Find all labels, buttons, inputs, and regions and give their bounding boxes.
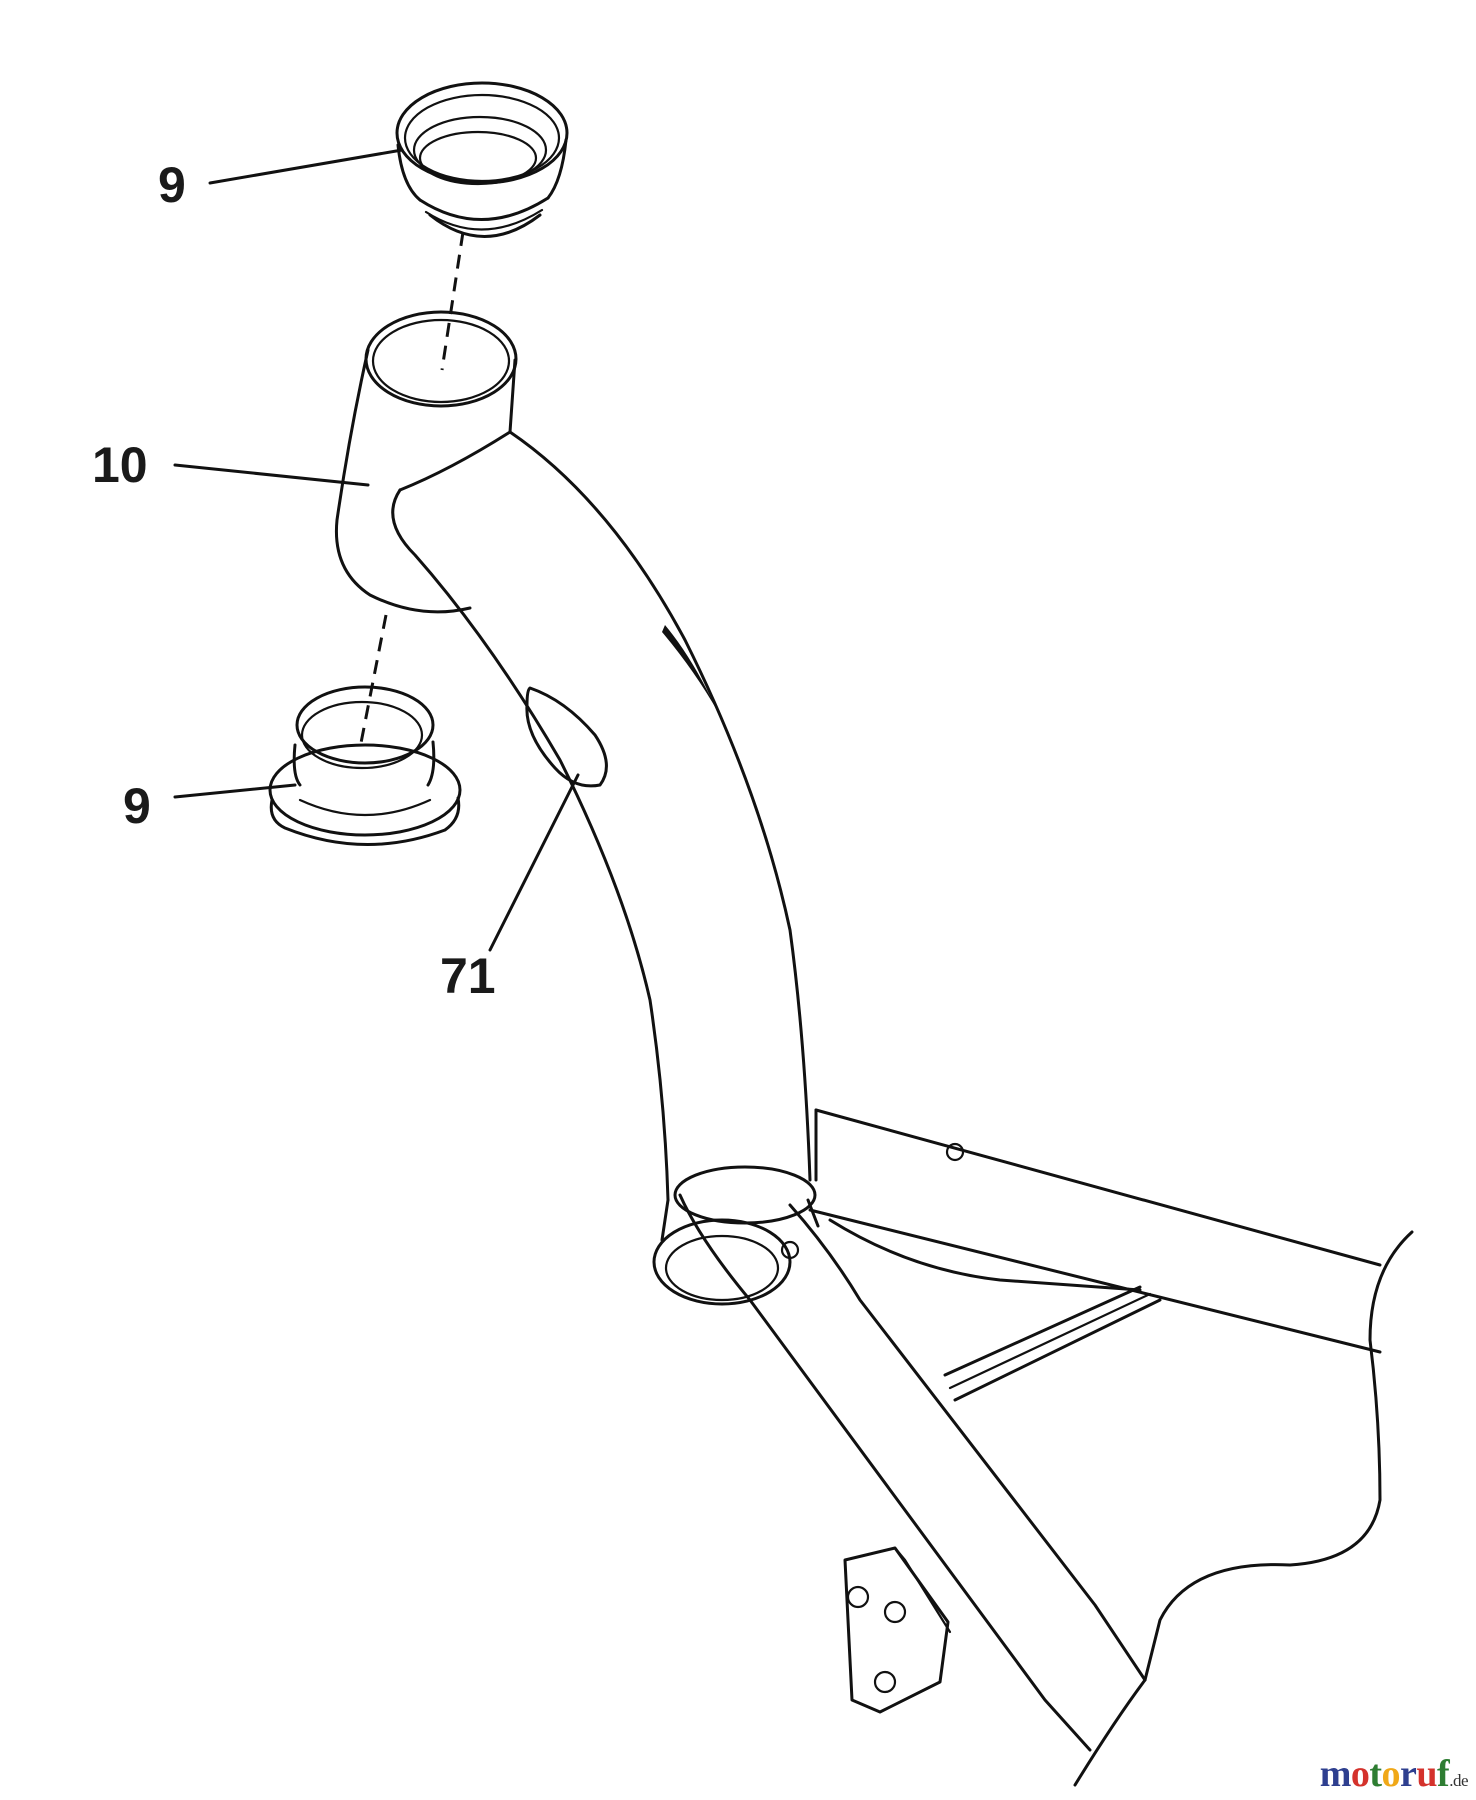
lower-bearing-cup [268, 685, 462, 846]
frame-axle-assembly [652, 1108, 1414, 1787]
upper-bearing-cup [395, 81, 569, 238]
callout-9-lower: 9 [123, 778, 151, 834]
watermark-tld: .de [1449, 1771, 1468, 1790]
watermark-letter: r [1400, 1753, 1417, 1795]
callout-9-upper: 9 [158, 157, 186, 213]
leader-71 [488, 773, 580, 952]
lower-axis-line [358, 614, 388, 749]
watermark-letter: o [1350, 1753, 1370, 1795]
watermark-letter: m [1319, 1753, 1352, 1795]
watermark-letter: f [1437, 1753, 1450, 1795]
upper-axis-line [440, 231, 465, 371]
callout-71: 71 [440, 948, 496, 1004]
callout-10: 10 [92, 437, 148, 493]
watermark-letter: t [1369, 1753, 1382, 1795]
leader-9-lower [173, 783, 297, 799]
leader-9-upper [208, 148, 404, 185]
watermark-letter: o [1381, 1753, 1401, 1795]
motoruf-watermark: motoruf.de [1319, 1752, 1469, 1796]
leader-10 [173, 463, 370, 487]
watermark-letter: u [1416, 1753, 1438, 1795]
head-tube [334, 310, 812, 1202]
